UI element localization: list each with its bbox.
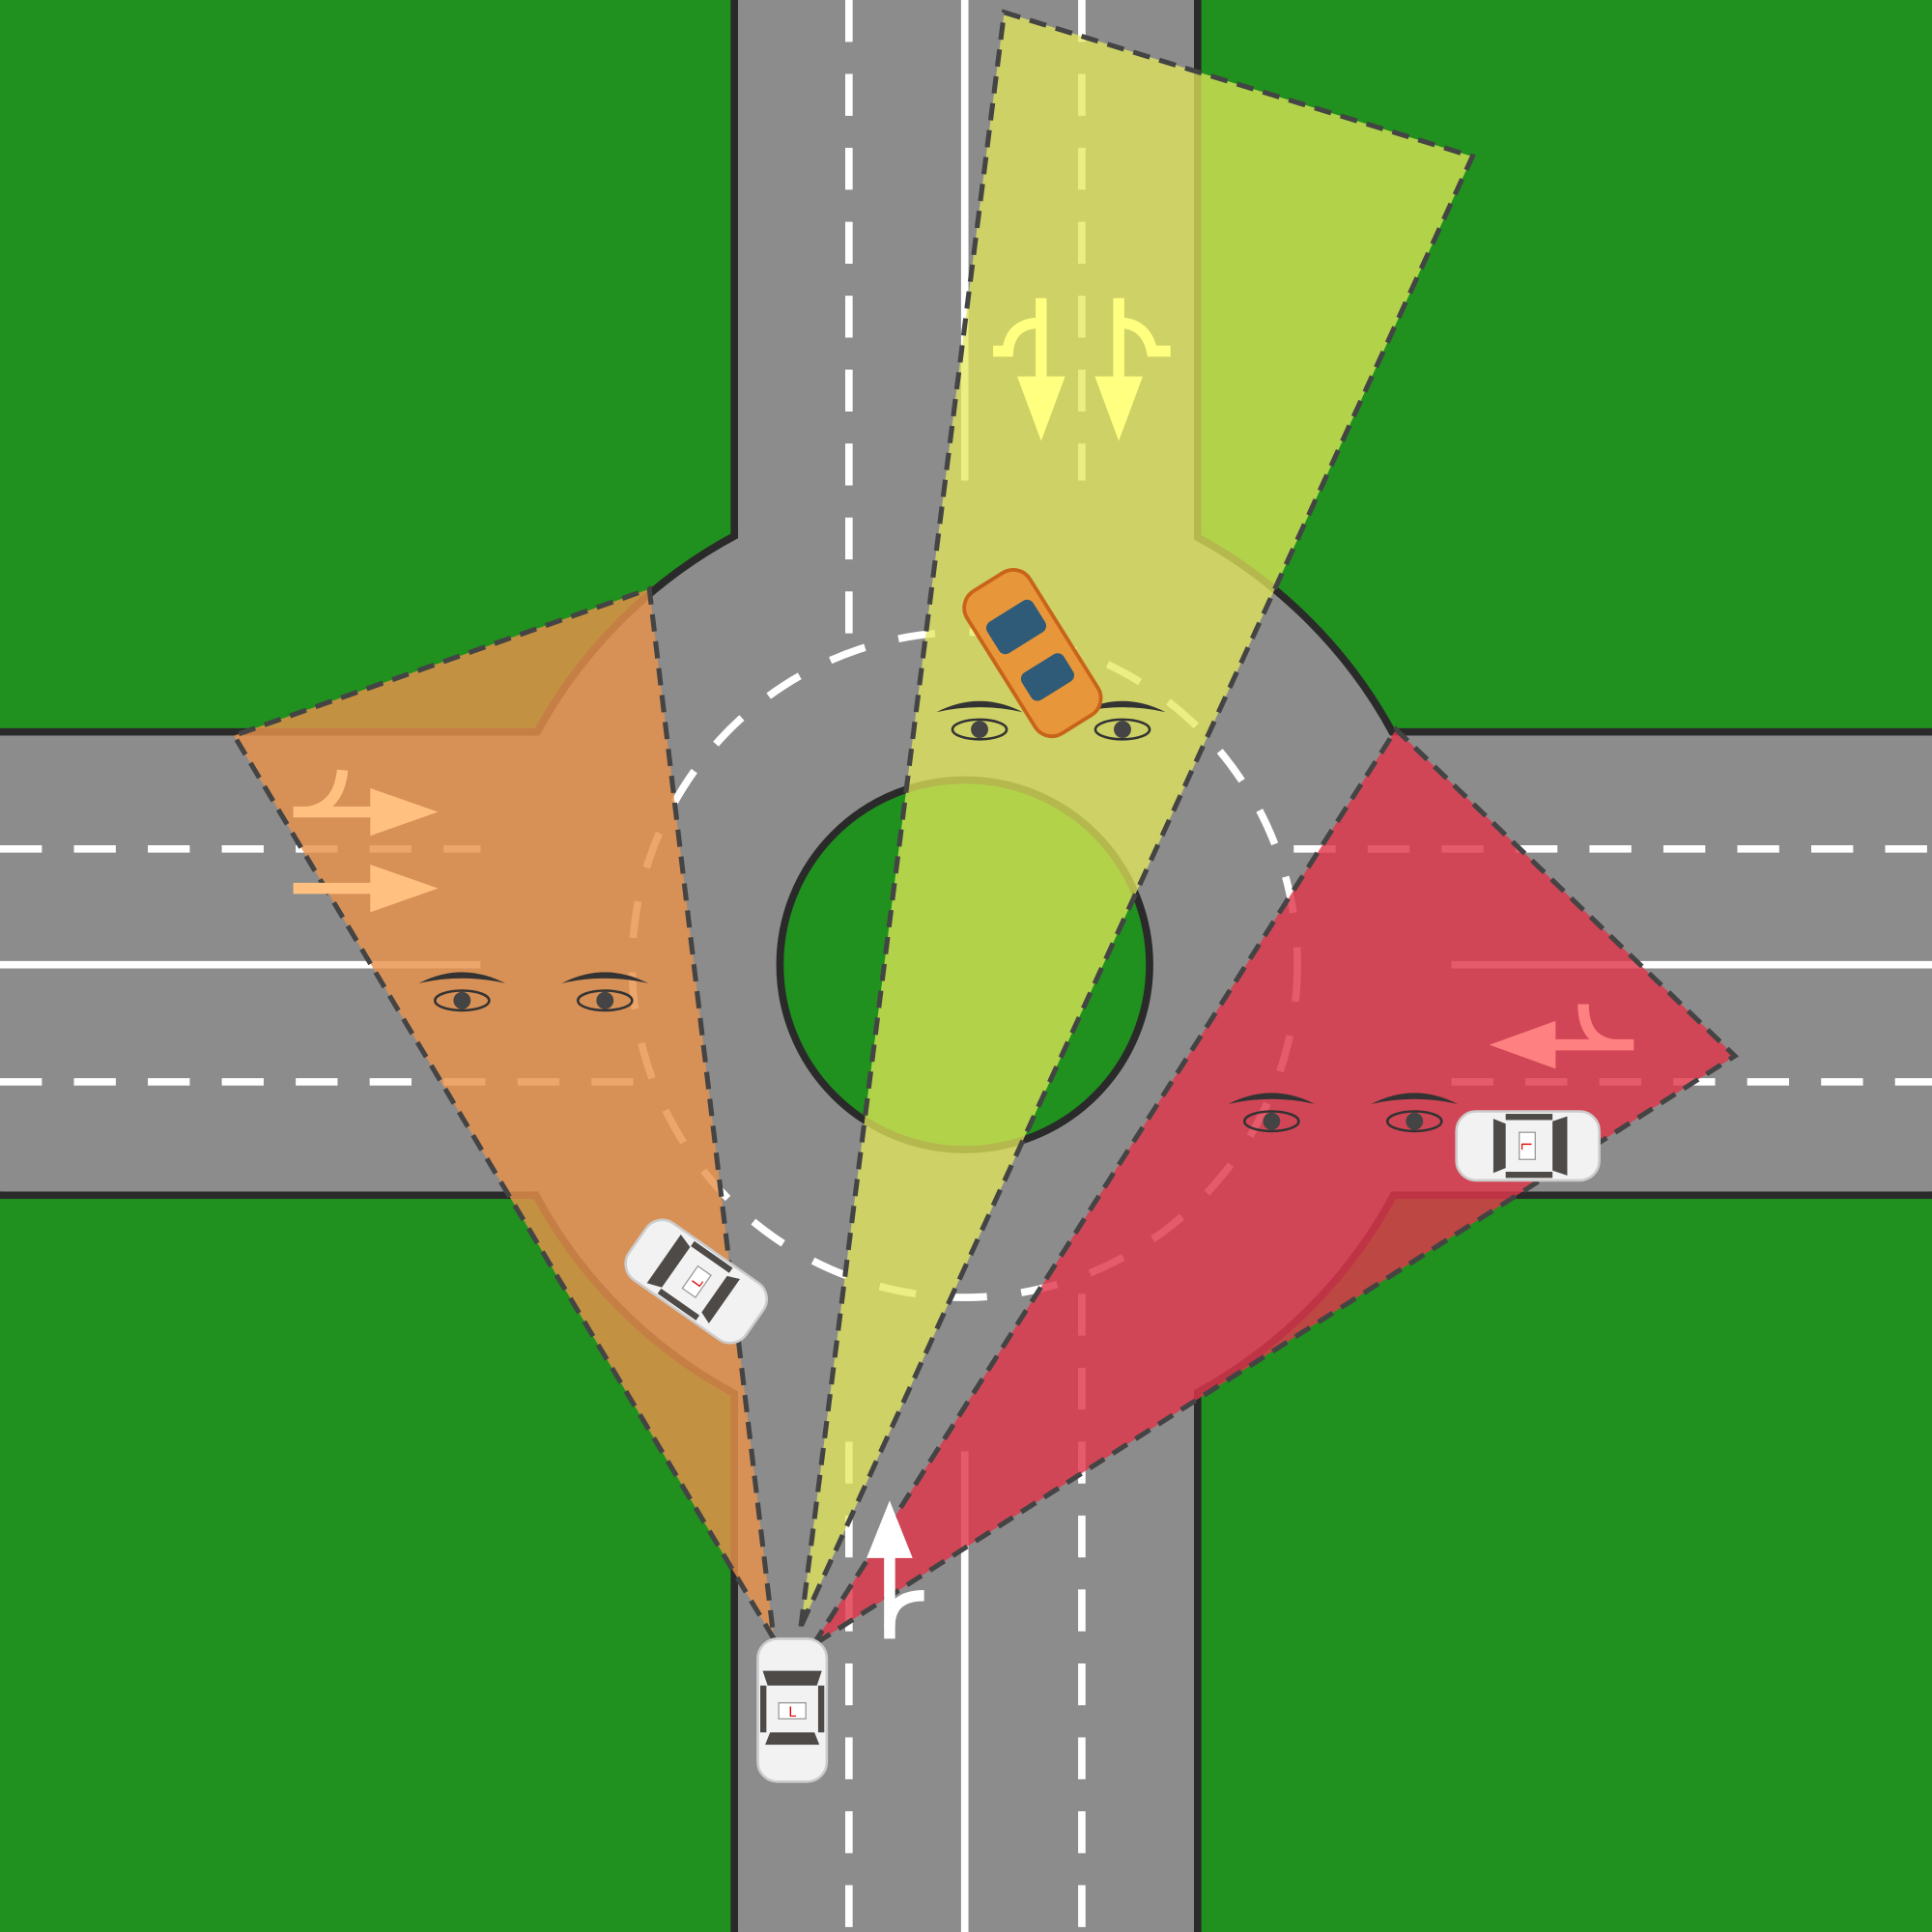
taxi-car: [962, 567, 1103, 739]
learner-car-right: L: [1455, 1110, 1601, 1182]
l-plate: L: [1518, 1142, 1533, 1150]
view-cone-ahead: [798, 9, 1476, 1628]
lane-arrow-icon: [293, 769, 439, 913]
l-plate: L: [788, 1705, 796, 1720]
lane-arrow-icon: [1489, 1004, 1634, 1069]
learner-car-left: L: [616, 1210, 777, 1352]
learner-car-approach: L: [756, 1637, 829, 1783]
view-cone-right: [810, 725, 1740, 1647]
lane-arrow-icon: [993, 298, 1171, 441]
lane-arrow-icon: [867, 1500, 924, 1639]
view-cone-left: [230, 585, 777, 1640]
